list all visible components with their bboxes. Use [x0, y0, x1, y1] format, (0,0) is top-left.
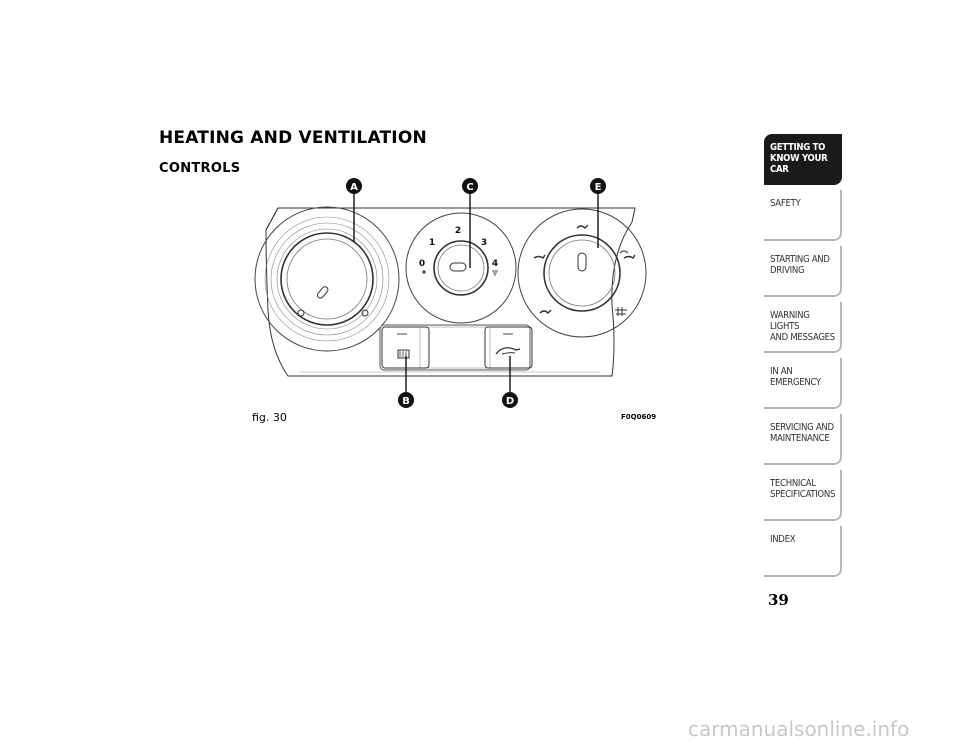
air-recirculation-button[interactable] [484, 326, 533, 369]
panel-outline [265, 207, 636, 377]
callout-b: B [402, 396, 410, 407]
fan-speed-0: 0 [419, 259, 425, 269]
fan-speed-4: 4 [492, 259, 498, 269]
callout-d: D [506, 396, 514, 407]
callout-a: A [350, 182, 358, 193]
fan-icon [422, 270, 426, 274]
max-fan-icon [492, 270, 498, 276]
air-distribution-knob[interactable] [517, 208, 647, 338]
tab-warning-lights[interactable]: WARNING LIGHTS AND MESSAGES [764, 302, 842, 353]
tab-starting-and-driving[interactable]: STARTING AND DRIVING [764, 246, 842, 297]
tab-in-an-emergency[interactable]: IN AN EMERGENCY [764, 358, 842, 409]
figure-code: F0Q0609 [621, 413, 657, 421]
watermark: carmanualsonline.info [688, 717, 910, 741]
chapter-tabs: GETTING TO KNOW YOUR CAR SAFETY STARTING… [764, 134, 842, 582]
figure-caption: fig. 30 [252, 411, 287, 424]
fan-speed-knob[interactable] [405, 212, 517, 324]
fan-speed-2: 2 [455, 226, 461, 236]
tab-safety[interactable]: SAFETY [764, 190, 842, 241]
temperature-knob[interactable] [254, 206, 400, 352]
tab-servicing[interactable]: SERVICING AND MAINTENANCE [764, 414, 842, 465]
fan-speed-3: 3 [481, 238, 487, 248]
fan-speed-1: 1 [429, 238, 435, 248]
tab-technical-specifications[interactable]: TECHNICAL SPECIFICATIONS [764, 470, 842, 521]
section-subheading: CONTROLS [159, 161, 241, 176]
tab-getting-to-know-your-car[interactable]: GETTING TO KNOW YOUR CAR [764, 134, 842, 185]
callout-e: E [595, 182, 602, 193]
section-heading: HEATING AND VENTILATION [159, 128, 427, 148]
tab-index[interactable]: INDEX [764, 526, 842, 577]
page-number: 39 [768, 591, 789, 609]
callout-c: C [466, 182, 473, 193]
hvac-control-panel-figure: A B C D E 0 1 2 3 4 [240, 170, 660, 420]
